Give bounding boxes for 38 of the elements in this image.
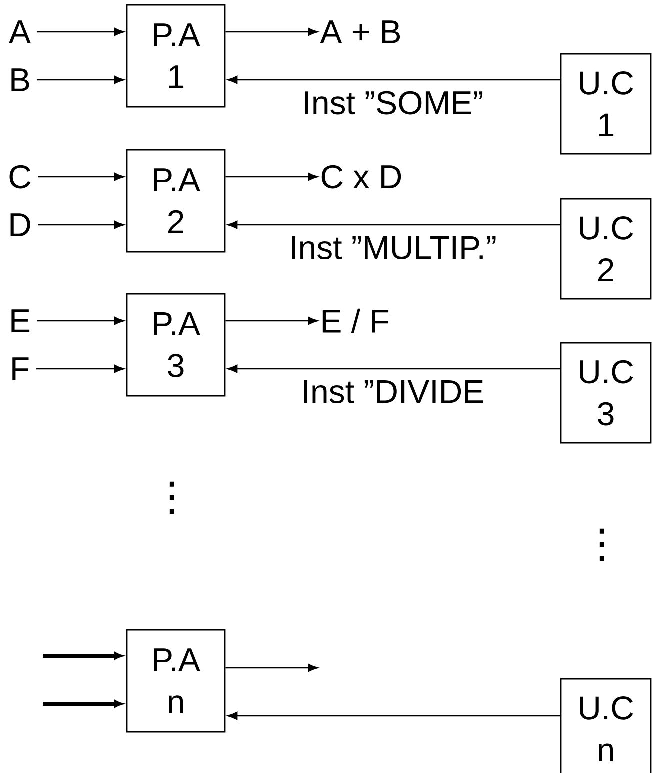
arrow	[226, 172, 318, 182]
arrow	[228, 76, 560, 84]
output-label: A + B	[320, 20, 400, 44]
arrow	[228, 220, 560, 230]
processor-box: P.A 2	[126, 149, 226, 253]
arrow	[43, 652, 123, 660]
arrow	[38, 172, 124, 182]
arrow	[226, 316, 318, 326]
arrow	[37, 76, 124, 84]
arrow	[36, 364, 124, 374]
control-unit-box: U.C 2	[560, 198, 652, 300]
input-label: D	[10, 214, 30, 236]
input-label: B	[12, 68, 30, 92]
input-label: C	[10, 165, 31, 189]
control-unit-box: U.C n	[560, 678, 652, 773]
input-label: F	[12, 358, 29, 380]
arrow	[228, 712, 560, 720]
arrow	[38, 220, 124, 230]
arrow	[37, 28, 124, 36]
arrow	[43, 700, 123, 708]
output-label: C x D	[322, 165, 402, 189]
arrow	[226, 664, 318, 672]
ellipsis-label: ⋮	[170, 482, 174, 514]
processor-box: P.A 3	[126, 293, 226, 397]
edge-label: Inst ”DIVIDE	[300, 380, 486, 405]
ellipsis-label: ⋮	[600, 528, 604, 562]
control-unit-box: U.C 1	[560, 53, 652, 155]
input-label: A	[9, 20, 31, 44]
processor-box: P.A 1	[126, 4, 226, 108]
processor-box: P.A n	[126, 629, 226, 733]
edge-label: Inst ”SOME”	[301, 90, 485, 116]
edge-label: Inst ”MULTIP.”	[288, 236, 498, 261]
arrow	[226, 28, 318, 36]
control-unit-box: U.C 3	[560, 342, 652, 444]
input-label: E	[12, 310, 30, 332]
arrow	[228, 364, 560, 374]
output-label: E / F	[322, 308, 389, 334]
arrow	[37, 316, 124, 326]
